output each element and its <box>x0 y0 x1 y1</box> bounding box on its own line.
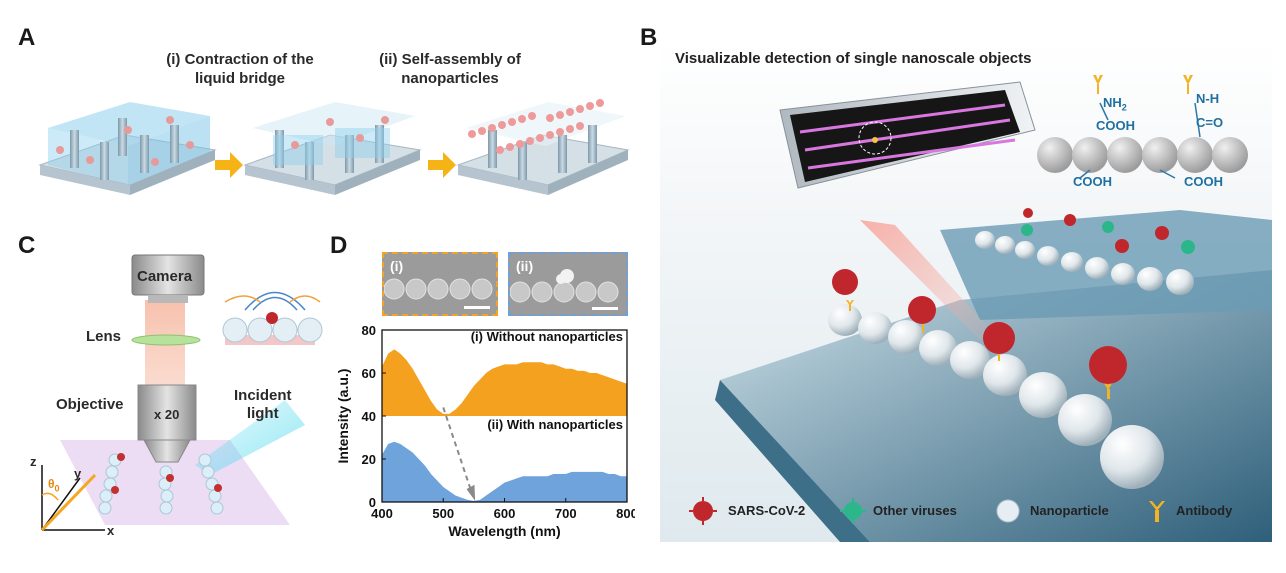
assembly-schematic <box>38 99 630 195</box>
step2-caption: (ii) Self-assembly of nanoparticles <box>379 51 521 87</box>
arrow-icon <box>428 152 456 178</box>
x-axis-label: Wavelength (nm) <box>448 523 560 539</box>
sphere-icon <box>996 499 1020 523</box>
step1-caption: (i) Contraction of the liquid bridge <box>166 51 314 87</box>
scattered-light-beam <box>860 220 995 340</box>
shift-arrow <box>442 407 474 496</box>
legend: SARS-CoV-2 Other viruses Nanoparticle An… <box>688 497 1258 525</box>
detection-scene <box>715 75 1272 542</box>
virus-red-icon <box>689 497 717 525</box>
series-area-1 <box>382 349 627 416</box>
lens-label: Lens <box>86 328 122 345</box>
nh-label: N-H <box>1196 91 1220 106</box>
sem-label-i: (i) <box>390 258 404 274</box>
incident-light-beam <box>195 400 305 475</box>
x-tick-label-3: 700 <box>555 506 577 521</box>
y-tick-label-0: 0 <box>369 495 376 510</box>
cooh-bottom-right-label: COOH <box>1184 174 1223 189</box>
cooh-top-label: COOH <box>1096 118 1135 133</box>
shift-arrow-head <box>466 484 476 501</box>
panel-letter-d: D <box>330 232 348 259</box>
spectrum-chart: (i) Without nanoparticles (ii) With nanop… <box>335 323 635 539</box>
chip-block-1 <box>38 102 217 195</box>
scattering-inset <box>222 291 323 345</box>
legend-sars-label: SARS-CoV-2 <box>728 503 806 518</box>
camera-label: Camera <box>137 268 193 285</box>
panel-b-title: Visualizable detection of single nanosca… <box>675 50 1032 67</box>
angle-symbol: θ <box>48 477 55 491</box>
red-virus-icon <box>832 269 1127 384</box>
x-tick-label-4: 800 <box>616 506 635 521</box>
magnification-label: x 20 <box>154 407 180 422</box>
axis-y-label: y <box>74 466 82 481</box>
y-tick-label-3: 60 <box>362 366 376 381</box>
series-label-1: (i) Without nanoparticles <box>471 329 623 344</box>
objective-label: Objective <box>56 396 124 413</box>
incident-light-label: Incident light <box>234 387 292 422</box>
x-tick-label-0: 400 <box>371 506 393 521</box>
chip-block-2 <box>243 102 422 195</box>
green-virus-icon <box>1021 221 1195 254</box>
angle-label: θ0 <box>48 477 60 493</box>
nh2-text: NH <box>1103 95 1122 110</box>
sem-image-i: (i) <box>382 252 498 316</box>
y-tick-label-1: 20 <box>362 452 376 467</box>
virus-green-icon <box>840 498 866 524</box>
smartphone-icon <box>779 81 1036 189</box>
antibody-icon <box>1149 501 1165 522</box>
legend-nanoparticle-label: Nanoparticle <box>1030 503 1109 518</box>
x-tick-label-1: 500 <box>432 506 454 521</box>
co-label: C=O <box>1196 115 1224 130</box>
x-tick-label-2: 600 <box>494 506 516 521</box>
objective-body <box>137 384 197 441</box>
axis-z-label: z <box>30 454 37 469</box>
arrow-icon <box>215 152 243 178</box>
lens-shape <box>131 334 201 346</box>
y-axis-label: Intensity (a.u.) <box>335 369 351 464</box>
series-label-2: (ii) With nanoparticles <box>487 417 623 432</box>
axis-x-label: x <box>107 523 115 538</box>
panel-letter-c: C <box>18 232 36 259</box>
y-tick-label-4: 80 <box>362 323 376 338</box>
series-area-2 <box>382 441 627 502</box>
y-tick-label-2: 40 <box>362 409 376 424</box>
sem-label-ii: (ii) <box>516 258 534 274</box>
angle-sub: 0 <box>54 483 60 494</box>
red-virus-icon <box>1023 208 1169 253</box>
cooh-bottom-left-label: COOH <box>1073 174 1112 189</box>
antibody-linker-diagram <box>1037 75 1248 179</box>
chip-block-3 <box>456 99 630 195</box>
legend-other-label: Other viruses <box>873 503 957 518</box>
nh2-sub: 2 <box>1121 102 1127 113</box>
legend-antibody-label: Antibody <box>1176 503 1233 518</box>
nh2-label: NH2 <box>1103 95 1127 113</box>
sem-image-ii: (ii) <box>508 252 628 316</box>
panel-letter-a: A <box>18 24 36 51</box>
microscope-schematic <box>40 254 323 532</box>
panel-letter-b: B <box>640 24 658 51</box>
